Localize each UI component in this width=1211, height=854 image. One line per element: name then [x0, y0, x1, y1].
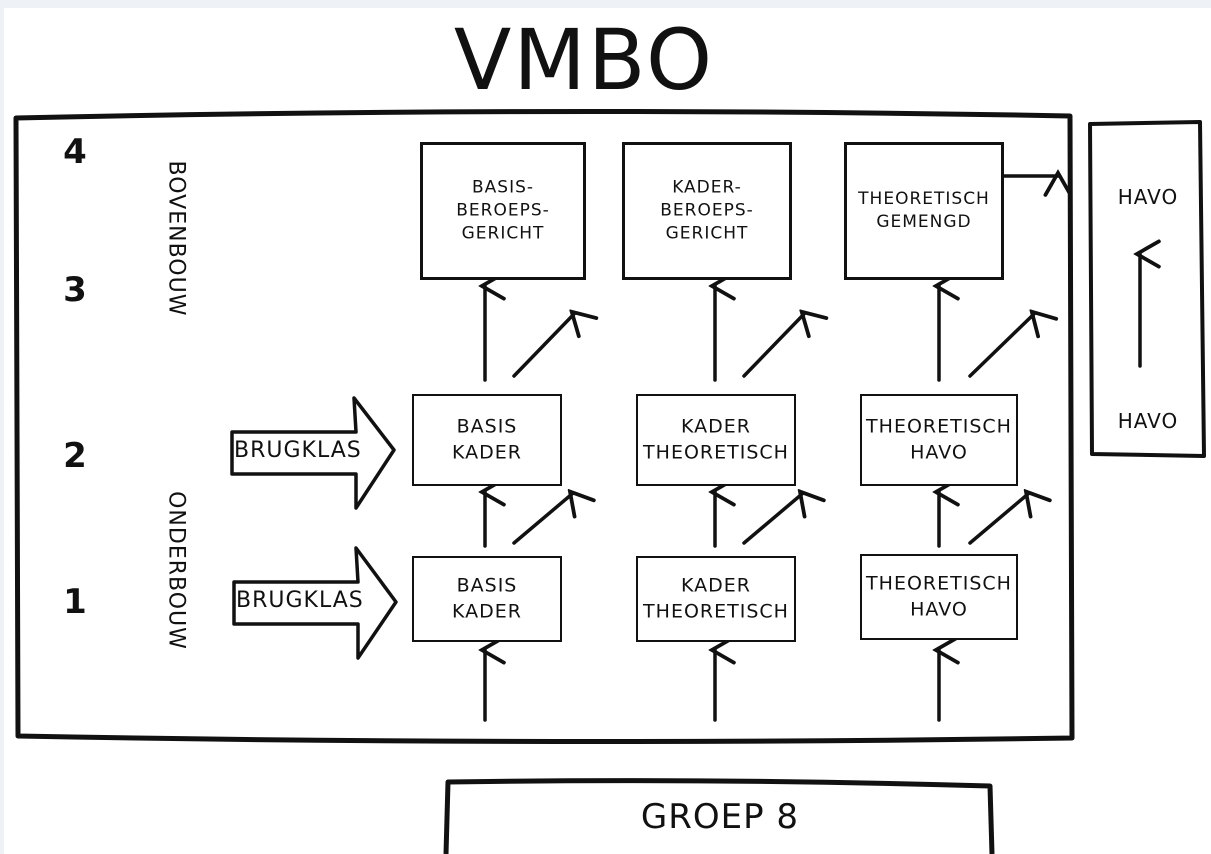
- box-label: KADER THEORETISCH: [643, 574, 789, 622]
- box-label: KADER- BEROEPS- GERICHT: [660, 177, 754, 244]
- box-label: BASIS KADER: [452, 574, 522, 622]
- box-basis-beroepsgericht: BASIS- BEROEPS- GERICHT: [420, 142, 586, 280]
- brugklas-label-lower: BRUGKLAS: [236, 588, 364, 613]
- year-label-2: 2: [63, 436, 87, 476]
- arrow-diag-y2-col3: [968, 314, 1034, 378]
- section-label-onderbouw: ONDERBOUW: [163, 491, 189, 650]
- groep8-frame: [443, 778, 995, 854]
- page-title: VMBO: [453, 11, 715, 109]
- arrow-diag-y1-col1: [512, 494, 572, 545]
- box-y1-basis-kader: BASIS KADER: [412, 556, 562, 642]
- diagram-canvas: VMBO 4 3 2 1 BOVENBOUW ONDERBOUW BRUGKLA…: [4, 8, 1211, 854]
- brugklas-arrow-shape-upper: [230, 396, 396, 510]
- year-label-3: 3: [63, 270, 87, 310]
- box-y1-theoretisch-havo: THEORETISCH HAVO: [860, 554, 1018, 640]
- box-label: KADER THEORETISCH: [643, 415, 789, 463]
- box-y2-basis-kader: BASIS KADER: [412, 394, 562, 486]
- arrow-diag-y1-col3: [968, 494, 1028, 545]
- arrow-diag-y2-col2: [742, 314, 804, 378]
- groep8-label: GROEP 8: [640, 797, 800, 837]
- year-label-4: 4: [63, 132, 87, 172]
- havo-frame: [1088, 120, 1206, 458]
- havo-label-bottom: HAVO: [1117, 409, 1179, 433]
- box-label: THEORETISCH HAVO: [866, 572, 1012, 620]
- vmbo-frame: [13, 108, 1075, 745]
- section-label-bovenbouw: BOVENBOUW: [163, 160, 189, 317]
- diagram-lines: [13, 108, 1206, 854]
- box-theoretisch-gemengd: THEORETISCH GEMENGD: [844, 142, 1004, 280]
- box-label: BASIS KADER: [452, 415, 522, 463]
- arrow-diag-y1-col2: [742, 494, 802, 545]
- box-label: BASIS- BEROEPS- GERICHT: [456, 177, 550, 244]
- havo-label-top: HAVO: [1117, 185, 1179, 209]
- box-kader-beroepsgericht: KADER- BEROEPS- GERICHT: [622, 142, 792, 280]
- brugklas-label-upper: BRUGKLAS: [234, 438, 362, 463]
- box-y2-theoretisch-havo: THEORETISCH HAVO: [860, 394, 1018, 486]
- brugklas-arrow-shape-lower: [232, 546, 398, 660]
- arrow-diag-y2-col1: [512, 314, 574, 378]
- year-label-1: 1: [63, 582, 87, 622]
- box-y2-kader-theoretisch: KADER THEORETISCH: [636, 394, 796, 486]
- box-y1-kader-theoretisch: KADER THEORETISCH: [636, 556, 796, 642]
- box-label: THEORETISCH HAVO: [866, 415, 1012, 463]
- box-label: THEORETISCH GEMENGD: [858, 189, 990, 232]
